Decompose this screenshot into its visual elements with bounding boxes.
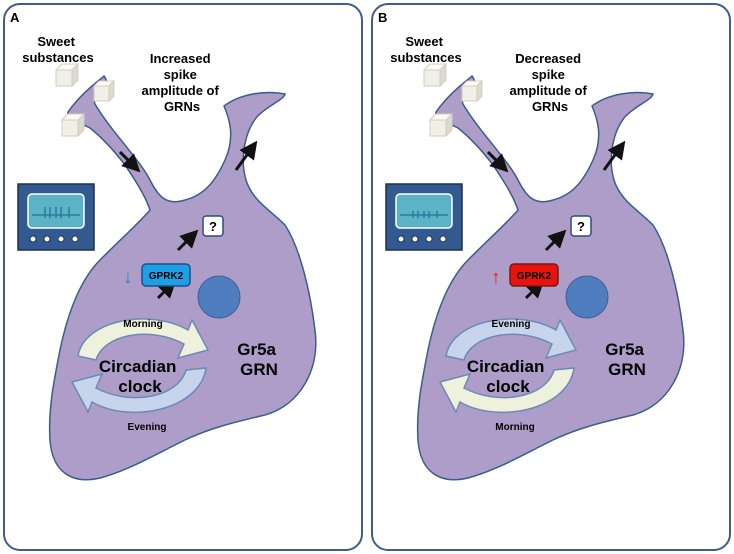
neuron-name-label: Gr5a GRN [605, 340, 648, 379]
circadian-arc-top [445, 318, 578, 361]
unknown-mechanism-box [202, 215, 224, 237]
circadian-arc-top [77, 318, 210, 361]
circadian-clock-label: Circadian clock [467, 357, 549, 396]
sugar-cube-icon [54, 62, 80, 88]
down-arrow-icon: ↓ [124, 267, 133, 287]
clock-to-gprk-arrow-icon [524, 279, 545, 300]
sweet-substances-label: Sweet substances [22, 34, 94, 65]
circadian-arc-bottom [70, 367, 207, 414]
neuron-name-label: Gr5a GRN [237, 340, 280, 379]
output-arrow-icon [602, 140, 626, 171]
circadian-arc-bottom [438, 367, 575, 414]
sugar-cube-icon [92, 79, 116, 103]
question-mark: ? [577, 219, 585, 234]
clock-to-gprk-arrow-icon [156, 279, 177, 300]
evening-label: Evening [128, 422, 167, 433]
spike-amplitude-label: Increased spike amplitude of GRNs [142, 51, 223, 114]
sugar-cube-icon [422, 62, 448, 88]
gprk-to-unknown-arrow-icon [544, 229, 567, 252]
gprk2-label: GPRK2 [517, 271, 552, 282]
spike-amplitude-label: Decreased spike amplitude of GRNs [510, 51, 591, 114]
panel-letter: B [378, 10, 387, 25]
panel-a: A Sweet substances [3, 3, 363, 551]
up-arrow-icon: ↑ [492, 267, 501, 287]
morning-label: Morning [495, 422, 534, 433]
nucleus [565, 275, 609, 319]
output-arrow-icon [234, 140, 258, 171]
input-arrow-icon [118, 150, 141, 173]
question-mark: ? [209, 219, 217, 234]
circadian-clock-label: Circadian clock [99, 357, 181, 396]
sugar-cube-icon [460, 79, 484, 103]
oscilloscope-icon [17, 183, 95, 251]
gprk-to-unknown-arrow-icon [176, 229, 199, 252]
nucleus [197, 275, 241, 319]
panel-letter: A [10, 10, 20, 25]
sugar-cube-icon [60, 112, 86, 138]
gprk2-label: GPRK2 [149, 271, 184, 282]
gprk2-box [509, 263, 559, 287]
sugar-cube-icon [428, 112, 454, 138]
evening-label: Evening [492, 319, 531, 330]
oscilloscope-icon [385, 183, 463, 251]
panel-b: B Sweet [371, 3, 731, 551]
unknown-mechanism-box [570, 215, 592, 237]
input-arrow-icon [486, 150, 509, 173]
sweet-substances-label: Sweet substances [390, 34, 462, 65]
gprk2-box [141, 263, 191, 287]
morning-label: Morning [123, 319, 162, 330]
